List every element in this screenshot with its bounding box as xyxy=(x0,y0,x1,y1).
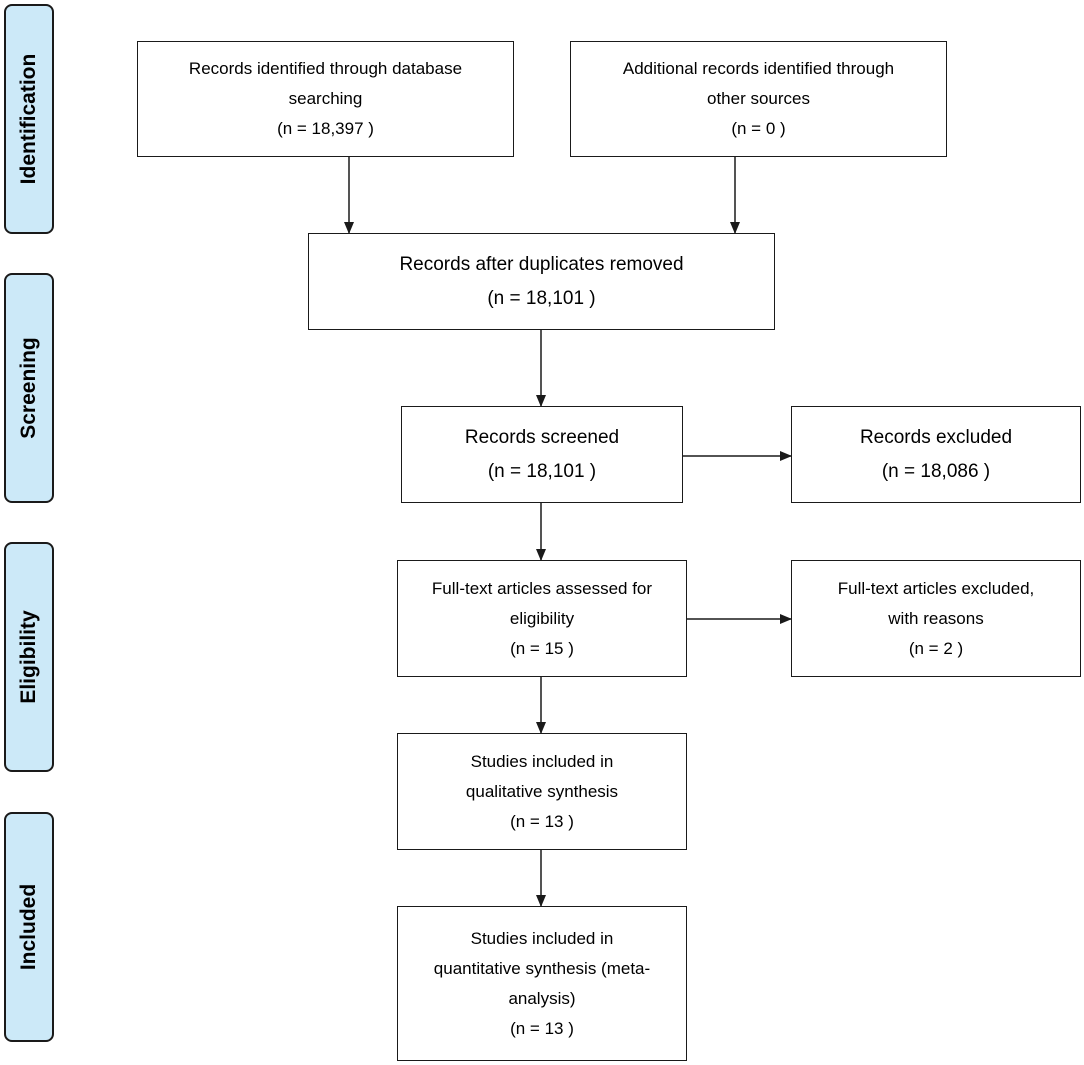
box-fulltext-assessed-count: (n = 15 ) xyxy=(510,638,574,658)
box-fulltext-assessed-text: Full-text articles assessed for eligibil… xyxy=(431,578,653,628)
phase-eligibility: Eligibility xyxy=(4,542,54,772)
box-records-excluded: Records excluded (n = 18,086 ) xyxy=(791,406,1081,503)
box-after-duplicates-count: (n = 18,101 ) xyxy=(487,287,596,309)
box-database-records: Records identified through database sear… xyxy=(137,41,514,157)
box-fulltext-excluded-count: (n = 2 ) xyxy=(908,638,964,658)
box-fulltext-excluded-text: Full-text articles excluded, with reason… xyxy=(837,578,1035,628)
box-records-screened-count: (n = 18,101 ) xyxy=(487,460,597,482)
phase-identification: Identification xyxy=(4,4,54,234)
box-records-excluded-text: Records excluded xyxy=(859,426,1013,448)
box-qualitative-synthesis-count: (n = 13 ) xyxy=(510,811,574,831)
box-after-duplicates: Records after duplicates removed (n = 18… xyxy=(308,233,775,330)
box-records-screened-text: Records screened xyxy=(464,426,620,448)
box-records-excluded-count: (n = 18,086 ) xyxy=(881,460,991,482)
box-other-sources-text: Additional records identified through ot… xyxy=(622,59,895,108)
phase-included: Included xyxy=(4,812,54,1042)
box-database-records-text: Records identified through database sear… xyxy=(188,59,463,108)
phase-screening: Screening xyxy=(4,273,54,503)
box-quantitative-synthesis-count: (n = 13 ) xyxy=(510,1018,574,1038)
box-qualitative-synthesis: Studies included in qualitative synthesi… xyxy=(397,733,687,850)
box-qualitative-synthesis-text: Studies included in qualitative synthesi… xyxy=(465,751,619,801)
box-database-records-count: (n = 18,397 ) xyxy=(277,119,374,138)
box-records-screened: Records screened (n = 18,101 ) xyxy=(401,406,683,503)
box-other-sources: Additional records identified through ot… xyxy=(570,41,947,157)
box-fulltext-excluded: Full-text articles excluded, with reason… xyxy=(791,560,1081,677)
box-other-sources-count: (n = 0 ) xyxy=(731,119,786,138)
box-quantitative-synthesis-text: Studies included in quantitative synthes… xyxy=(433,928,651,1008)
box-fulltext-assessed: Full-text articles assessed for eligibil… xyxy=(397,560,687,677)
box-after-duplicates-text: Records after duplicates removed xyxy=(399,253,684,275)
box-quantitative-synthesis: Studies included in quantitative synthes… xyxy=(397,906,687,1061)
